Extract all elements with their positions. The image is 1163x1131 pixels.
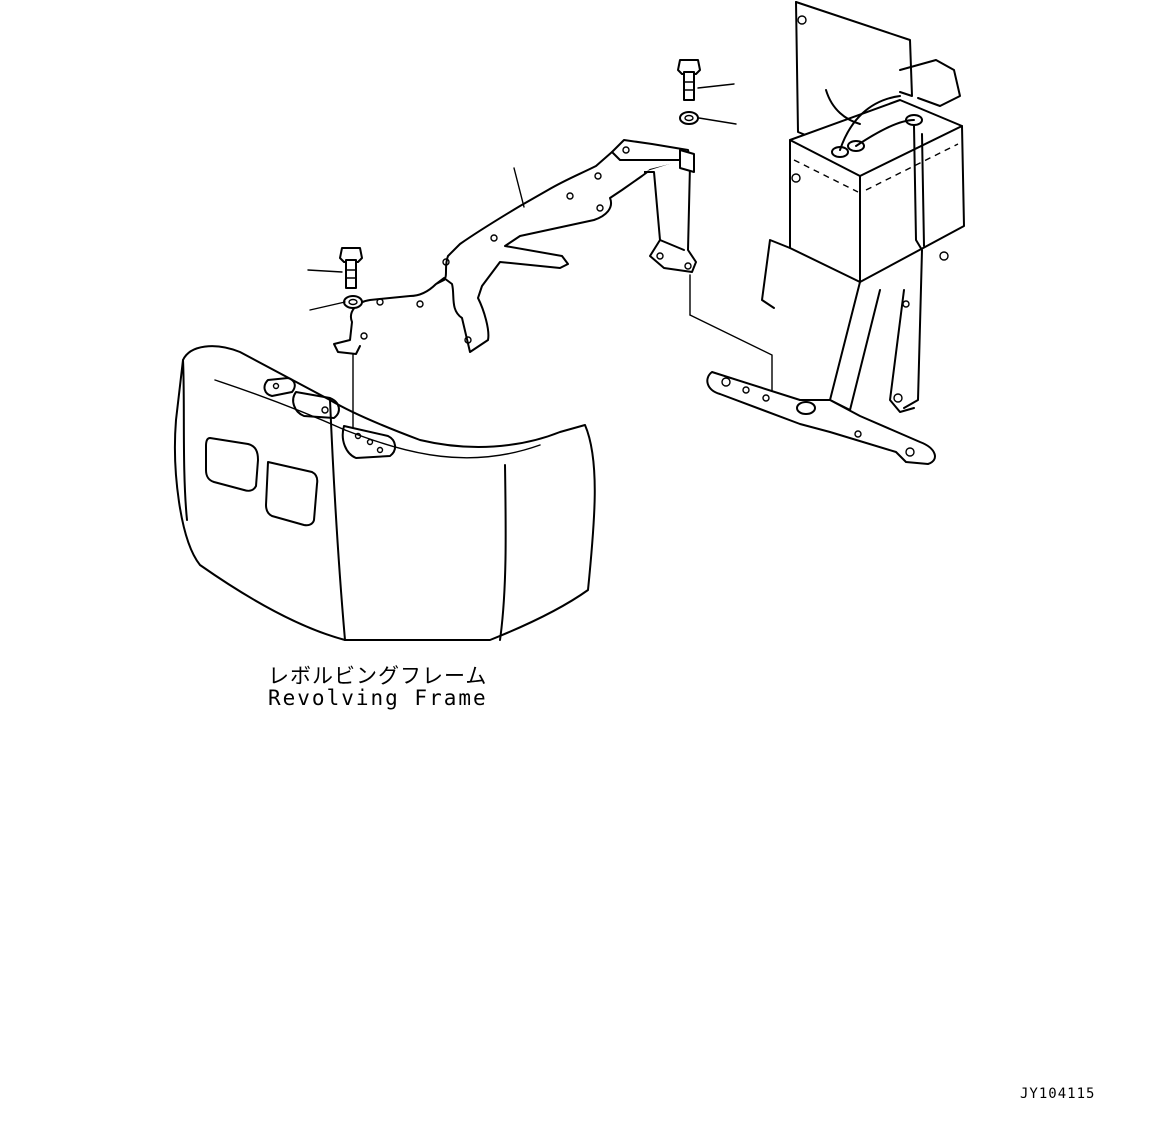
battery-assembly (706, 1, 965, 465)
washer-left-leader (309, 301, 346, 311)
bracket (333, 139, 697, 355)
revolving-frame (174, 345, 596, 641)
bolt-right (677, 59, 701, 101)
revolving-frame-label-jp: レボルビングフレーム (268, 664, 488, 688)
washer-right (679, 111, 699, 125)
bolt-right-leader (697, 83, 735, 89)
bolt-left (339, 247, 363, 289)
bracket-leader (513, 167, 525, 208)
revolving-frame-label-en: Revolving Frame (268, 686, 488, 710)
washer-right-leader (698, 117, 737, 125)
bolt-leader-right-lower (689, 314, 773, 393)
washer-left (343, 295, 363, 309)
bolt-left-leader (307, 269, 343, 273)
drawing-number: JY104115 (1020, 1086, 1096, 1102)
